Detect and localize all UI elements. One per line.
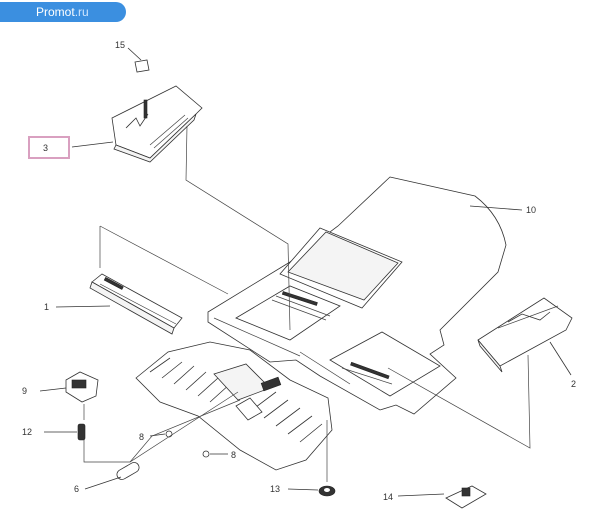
watermark-badge: Promot.ru [0,2,126,22]
pickup-roller-assembly [135,341,333,471]
callout-6: 6 [74,484,79,494]
callout-13: 13 [270,484,280,494]
callout-3: 3 [43,143,48,153]
callout-1: 1 [44,302,49,312]
callout-15: 15 [115,40,125,50]
callout-10: 10 [526,205,536,215]
part-15-label [127,47,150,73]
part-1-rail [55,273,183,335]
part-2-guide [477,297,573,376]
part-9-holder [39,371,99,403]
callout-12: 12 [22,427,32,437]
callout-8b: 8 [231,450,236,460]
part-8-screws [149,430,228,458]
alignment-lines [83,125,531,482]
part-14-hinge [397,485,487,509]
part-3-guide [71,85,203,163]
callout-9: 9 [22,386,27,396]
part-12-spring [44,423,86,441]
watermark-site: Promot [36,5,75,19]
callout-8a: 8 [139,432,144,442]
part-6-shaft [84,462,140,490]
part-13-washer [287,485,336,497]
callout-3-highlight [28,136,70,159]
part-10-tray [207,176,523,415]
callout-14: 14 [383,492,393,502]
callout-2: 2 [571,379,576,389]
watermark-tld: .ru [74,5,89,19]
